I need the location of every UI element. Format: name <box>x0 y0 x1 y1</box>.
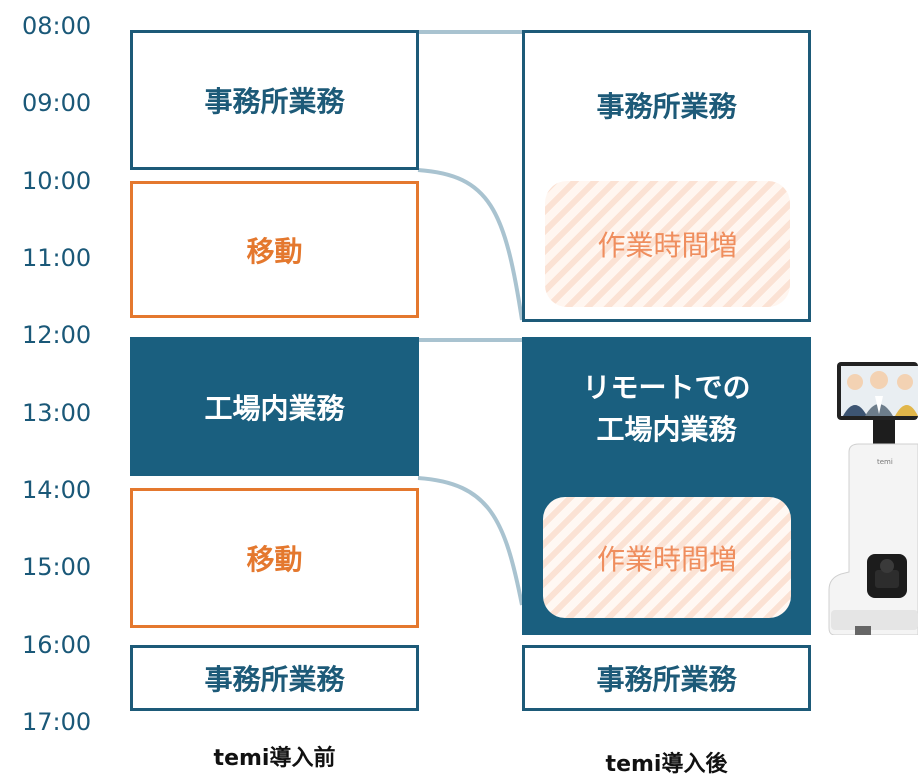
after-label: temi導入後 <box>605 752 728 777</box>
increase-label: 作業時間増 <box>597 229 738 262</box>
time-label: 17:00 <box>22 708 92 736</box>
time-label: 12:00 <box>22 321 92 349</box>
block-label: 事務所業務 <box>596 663 737 696</box>
travel-block: 移動 <box>130 488 419 628</box>
office-work-block: 事務所業務 <box>130 30 419 170</box>
robot-brand-mark: temi <box>877 458 893 466</box>
before-label: temi導入前 <box>213 746 336 771</box>
office-work-block: 事務所業務 <box>522 645 811 711</box>
block-label: 移動 <box>246 234 303 268</box>
block-label: 事務所業務 <box>204 663 345 696</box>
time-label: 14:00 <box>22 476 92 504</box>
office-work-block: 事務所業務 <box>130 645 419 711</box>
increase-label: 作業時間増 <box>596 542 737 576</box>
block-label: 事務所業務 <box>596 90 737 123</box>
travel-block: 移動 <box>130 181 419 318</box>
block-label: リモートでの 工場内業務 <box>582 371 751 446</box>
increased-work-time: 作業時間増 <box>543 497 791 618</box>
temi-robot-image: temi <box>828 362 918 635</box>
time-label: 09:00 <box>22 89 92 117</box>
factory-work-block: 工場内業務 <box>130 337 419 476</box>
block-label: 事務所業務 <box>204 85 345 118</box>
block-label: 工場内業務 <box>204 391 345 425</box>
increased-work-time: 作業時間増 <box>545 181 790 307</box>
time-label: 13:00 <box>22 399 92 427</box>
time-label: 08:00 <box>22 12 92 40</box>
time-label: 11:00 <box>22 244 92 272</box>
time-label: 10:00 <box>22 167 92 195</box>
time-label: 15:00 <box>22 553 92 581</box>
time-label: 16:00 <box>22 631 92 659</box>
block-label: 移動 <box>246 543 303 576</box>
